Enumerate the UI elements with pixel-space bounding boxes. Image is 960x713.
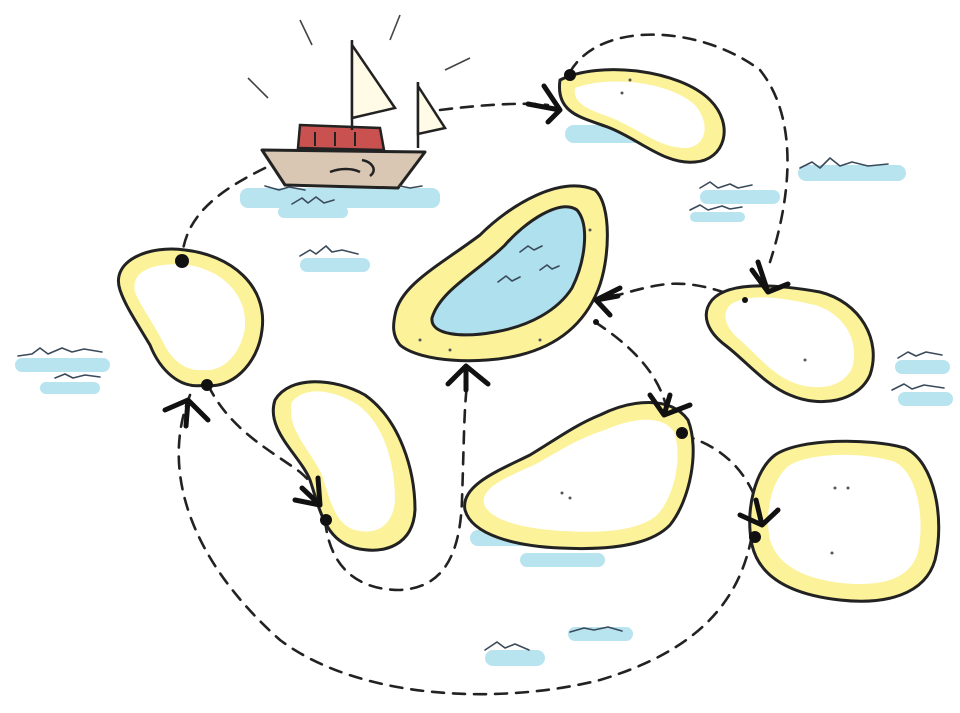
route-endpoint-dot (175, 254, 189, 268)
island-2 (559, 69, 724, 162)
wave-icon (892, 352, 953, 406)
island-1 (118, 249, 262, 391)
island-7 (394, 186, 608, 361)
route-island-7-to-island-6 (595, 322, 665, 402)
route-endpoint-dot (749, 531, 761, 543)
island-5 (749, 441, 939, 601)
arrow-icon (165, 400, 208, 426)
route-ship-to-island-1 (182, 168, 265, 258)
wave-icon (798, 158, 906, 181)
island-4 (706, 286, 873, 402)
route-endpoint-dot (320, 514, 332, 526)
wave-icon (15, 348, 110, 394)
route-endpoint-dot (564, 69, 576, 81)
arrow-icon (596, 288, 620, 315)
sailing-ship-icon (248, 15, 470, 190)
route-endpoint-dot (593, 319, 599, 325)
island-6 (465, 403, 694, 549)
route-endpoint-dot (676, 427, 688, 439)
arrow-icon (448, 366, 488, 390)
island-3 (273, 382, 415, 550)
wave-icon (485, 627, 633, 666)
wave-icon (240, 188, 440, 218)
wave-icon (300, 246, 370, 272)
route-endpoint-dot (201, 379, 213, 391)
route-endpoint-dot (742, 297, 748, 303)
